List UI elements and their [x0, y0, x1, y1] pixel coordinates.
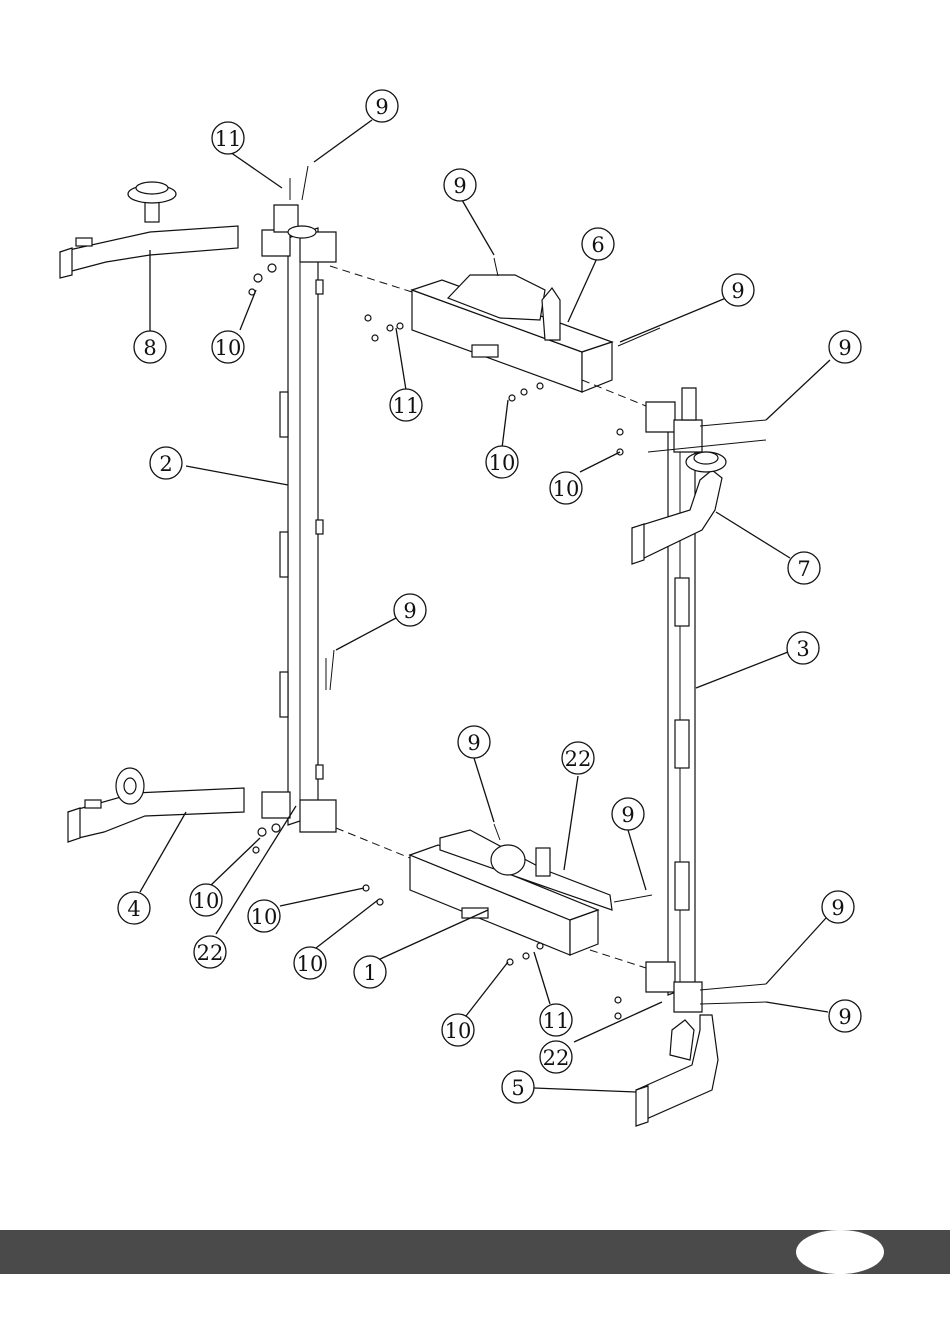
alignment-line	[330, 266, 412, 292]
frame-parts	[60, 166, 766, 1126]
callout-number: 3	[796, 637, 809, 661]
callout-c22c: 22	[540, 1041, 572, 1073]
alignment-line	[336, 828, 410, 858]
callout-c9c: 9	[722, 274, 754, 306]
callout-c10g: 10	[442, 1014, 474, 1046]
callout-number: 9	[831, 896, 844, 920]
callout-c22a: 22	[562, 742, 594, 774]
callout-number: 22	[565, 747, 592, 771]
callout-c9g: 9	[612, 798, 644, 830]
callout-number: 10	[445, 1019, 472, 1043]
callout-number: 22	[197, 941, 224, 965]
callout-number: 1	[363, 961, 376, 985]
callout-c9h: 9	[822, 891, 854, 923]
left-upright-part-2	[262, 205, 336, 832]
callout-number: 2	[159, 452, 172, 476]
leader-lines	[140, 120, 830, 1092]
callout-number: 22	[543, 1046, 570, 1070]
callout-number: 9	[838, 336, 851, 360]
callout-number: 6	[591, 233, 604, 257]
callout-c5: 5	[502, 1071, 534, 1103]
top-left-arm-part-8	[60, 182, 238, 278]
callout-c2: 2	[150, 447, 182, 479]
callout-c6: 6	[582, 228, 614, 260]
callout-number: 10	[553, 477, 580, 501]
callout-c11a: 11	[212, 122, 244, 154]
callout-number: 11	[215, 127, 242, 151]
callout-number: 5	[511, 1076, 524, 1100]
callout-c9e: 9	[394, 594, 426, 626]
callout-c10c: 10	[550, 472, 582, 504]
callout-number: 4	[127, 897, 140, 921]
alignment-line	[590, 950, 646, 968]
callout-c22b: 22	[194, 936, 226, 968]
callout-c9i: 9	[829, 1000, 861, 1032]
right-bottom-arm-part-5	[636, 1015, 718, 1126]
callout-number: 9	[621, 803, 634, 827]
callout-number: 10	[489, 451, 516, 475]
callout-c8: 8	[134, 331, 166, 363]
callout-c4: 4	[118, 892, 150, 924]
callout-number: 9	[838, 1005, 851, 1029]
bottom-crossmember-part-1	[410, 830, 612, 955]
callout-number: 10	[251, 905, 278, 929]
callout-number: 11	[393, 394, 420, 418]
callout-number: 10	[193, 889, 220, 913]
callout-c10b: 10	[486, 446, 518, 478]
callout-c10d: 10	[190, 884, 222, 916]
callout-number: 9	[453, 174, 466, 198]
page-number-oval	[796, 1230, 884, 1274]
callout-c9f: 9	[458, 726, 490, 758]
callout-c10e: 10	[248, 900, 280, 932]
callout-c3: 3	[787, 632, 819, 664]
callout-c9b: 9	[444, 169, 476, 201]
callout-c10f: 10	[294, 947, 326, 979]
right-upright-part-3	[646, 388, 702, 1012]
callout-number: 9	[731, 279, 744, 303]
callout-number: 8	[143, 336, 156, 360]
bottom-left-arm-part-4	[68, 768, 244, 842]
callout-c9d: 9	[829, 331, 861, 363]
callout-c10a: 10	[212, 331, 244, 363]
callout-number: 9	[375, 95, 388, 119]
callout-c1: 1	[354, 956, 386, 988]
callout-number: 10	[215, 336, 242, 360]
callout-number: 7	[797, 557, 810, 581]
callout-number: 11	[543, 1009, 570, 1033]
callout-number: 9	[403, 599, 416, 623]
callout-number: 10	[297, 952, 324, 976]
callout-c9a: 9	[366, 90, 398, 122]
callout-c11b: 11	[390, 389, 422, 421]
callout-c7: 7	[788, 552, 820, 584]
callout-number: 9	[467, 731, 480, 755]
callout-c11c: 11	[540, 1004, 572, 1036]
